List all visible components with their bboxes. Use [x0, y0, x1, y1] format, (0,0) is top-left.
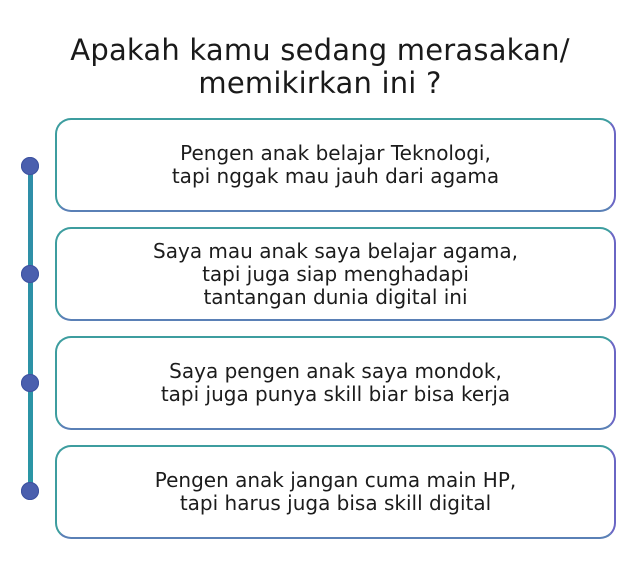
card-1-line-2: tapi nggak mau jauh dari agama: [171, 164, 500, 188]
timeline-dot-4: [21, 482, 39, 500]
card-3-line-2: tapi juga punya skill biar bisa kerja: [160, 382, 511, 406]
card-2-line-1: Saya mau anak saya belajar agama,: [153, 238, 518, 263]
card-4-line-1: Pengen anak jangan cuma main HP,: [154, 468, 517, 492]
timeline-dot-3: [21, 374, 39, 392]
card-1-line-1: Pengen anak belajar Teknologi,: [180, 141, 491, 165]
title-line-2: memikirkan ini ?: [198, 66, 442, 100]
card-4-line-2: tapi harus juga bisa skill digital: [179, 491, 492, 515]
timeline-line: [28, 166, 33, 492]
title-line-1: Apakah kamu sedang merasakan/: [70, 33, 570, 67]
timeline-dot-2: [21, 265, 39, 283]
card-3-line-1: Saya pengen anak saya mondok,: [169, 359, 502, 383]
timeline-dot-1: [21, 157, 39, 175]
page-title: Apakah kamu sedang merasakan/ memikirkan…: [0, 34, 640, 100]
card-2-line-3: tantangan dunia digital ini: [203, 284, 468, 309]
statement-card-4: Pengen anak jangan cuma main HP, tapi ha…: [55, 445, 616, 539]
statement-card-1: Pengen anak belajar Teknologi, tapi ngga…: [55, 118, 616, 212]
statement-card-2: Saya mau anak saya belajar agama, tapi j…: [55, 227, 616, 321]
statement-card-3: Saya pengen anak saya mondok, tapi juga …: [55, 336, 616, 430]
card-2-line-2: tapi juga siap menghadapi: [202, 261, 469, 286]
